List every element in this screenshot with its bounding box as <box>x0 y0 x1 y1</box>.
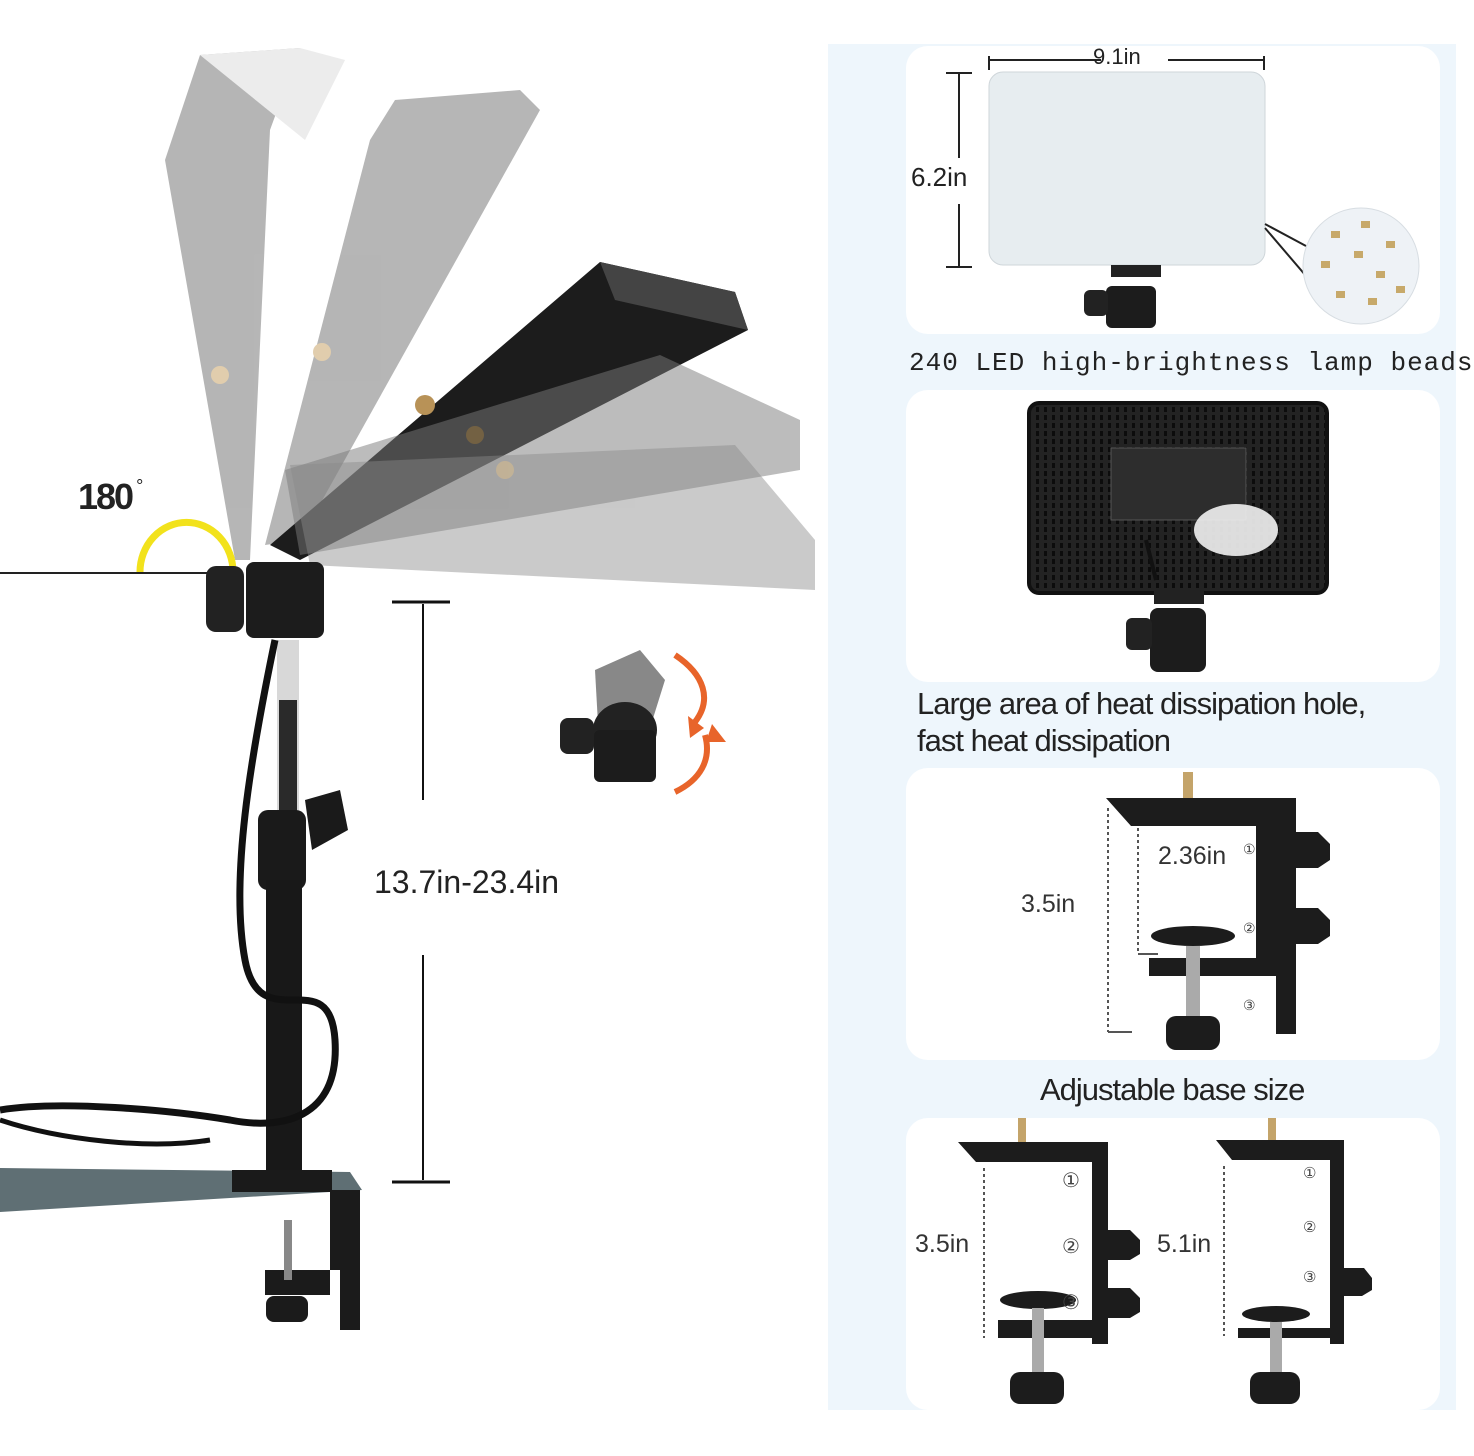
heat-card-ball-head <box>1150 608 1206 672</box>
angle-arc <box>136 518 237 573</box>
tilt-knob[interactable] <box>206 566 244 632</box>
panel-width-label: 9.1in <box>1093 44 1141 69</box>
heat-caption-line1: Large area of heat dissipation hole, <box>917 686 1366 721</box>
base-caption: Adjustable base size <box>1040 1072 1305 1107</box>
led-ball-head <box>1106 286 1156 328</box>
lamp-illustration <box>0 48 815 1330</box>
angle-value: 180 <box>78 476 134 517</box>
power-cable <box>0 639 339 1127</box>
base-right-marker-3: ③ <box>1303 1269 1317 1286</box>
clamp-knob[interactable] <box>1166 1016 1220 1050</box>
base-left-label: 3.5in <box>915 1230 970 1258</box>
led-panel-drawing <box>946 56 1420 328</box>
heat-caption-line2: fast heat dissipation <box>917 723 1171 758</box>
base-left-marker-3: ③ <box>1062 1292 1080 1314</box>
base-left-marker-1: ① <box>1062 1170 1080 1192</box>
ghost-panel-tilted <box>265 90 540 545</box>
desk-clamp[interactable] <box>265 1190 360 1330</box>
lock-knob[interactable] <box>258 810 306 890</box>
base-right-label: 5.1in <box>1157 1230 1212 1258</box>
clamp-config-small <box>958 1118 1140 1404</box>
angle-label: 180° <box>78 476 143 518</box>
stand-pole-lower <box>266 880 302 1180</box>
airflow-cloud <box>1194 504 1278 556</box>
panel-back-drawing <box>1027 401 1329 672</box>
led-panel-face <box>988 71 1266 266</box>
clamp-marker-2: ② <box>1243 920 1256 936</box>
base-right-marker-2: ② <box>1303 1219 1317 1236</box>
base-right-marker-1: ① <box>1303 1165 1317 1182</box>
height-range-label: 13.7in-23.4in <box>374 864 560 900</box>
ghost-panel-low <box>285 355 800 555</box>
clamp-height-label: 3.5in <box>1021 890 1076 918</box>
clamp-config-large <box>1216 1118 1372 1404</box>
clamp-inner-label: 2.36in <box>1158 842 1227 870</box>
ghost-panel-flat <box>290 445 815 590</box>
led-caption: 240 LED high-brightness lamp beads <box>909 348 1474 378</box>
angle-unit: ° <box>136 476 143 496</box>
base-size-card <box>906 1118 1440 1410</box>
base-size-drawing <box>958 1118 1372 1404</box>
clamp-screw-knob[interactable] <box>266 1296 308 1322</box>
clamp-marker-3: ③ <box>1243 997 1256 1013</box>
ghost-panel-vertical <box>165 48 345 560</box>
clamp-marker-1: ① <box>1243 841 1256 857</box>
ball-head[interactable] <box>246 562 324 638</box>
base-left-marker-2: ② <box>1062 1236 1080 1258</box>
panel-height-label: 6.2in <box>911 162 968 192</box>
rotating-ball-head <box>560 650 665 782</box>
clamp-drawing <box>1106 772 1330 1050</box>
